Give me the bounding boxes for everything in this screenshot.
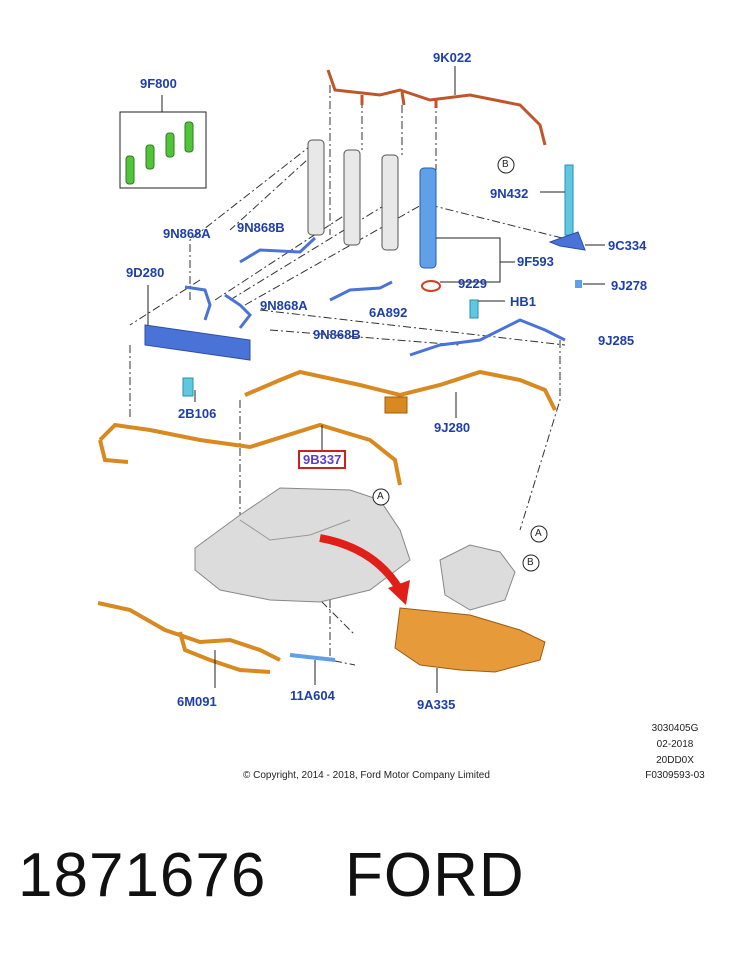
label-9A335: 9A335 [417, 697, 456, 712]
label-9J278: 9J278 [611, 278, 648, 293]
label-9229: 9229 [458, 276, 487, 291]
parts-diagram [97, 66, 605, 693]
fuel-line-9J280 [244, 369, 557, 418]
label-9B337-highlighted: 9B337 [298, 450, 347, 469]
manifold-9A335 [394, 607, 546, 693]
label-9K022: 9K022 [433, 50, 472, 65]
wiring-harness-9K022 [326, 66, 547, 146]
label-9N868B-bottom: 9N868B [313, 327, 361, 342]
injectors [307, 139, 399, 251]
label-6A892: 6A892 [369, 305, 408, 320]
label-9N868B-top: 9N868B [237, 220, 285, 235]
sensor-11A604 [289, 653, 336, 685]
callout-circles [372, 156, 548, 572]
label-6M091: 6M091 [177, 694, 217, 709]
callout-b-right: B [527, 557, 534, 568]
callout-a-left: A [377, 491, 384, 502]
label-9N432: 9N432 [490, 186, 529, 201]
label-9N868A-mid: 9N868A [260, 298, 308, 313]
label-2B106: 2B106 [178, 406, 217, 421]
label-HB1: HB1 [510, 294, 537, 309]
fuel-lines-blue [184, 236, 566, 357]
meta-figure: F0309593-03 [645, 770, 705, 781]
label-11A604: 11A604 [290, 688, 335, 703]
engine-block [194, 487, 516, 611]
seal-kit-9F800 [119, 95, 207, 189]
meta-date: 02-2018 [656, 739, 694, 750]
label-9N868A-top: 9N868A [163, 226, 211, 241]
label-9D280: 9D280 [126, 265, 165, 280]
label-9C334: 9C334 [608, 238, 647, 253]
meta-code2: 20DD0X [656, 755, 694, 766]
fuel-rail-9D280 [144, 285, 251, 402]
brand: FORD [345, 841, 525, 910]
harness-6M091 [97, 601, 281, 688]
callout-b-top: B [502, 159, 509, 170]
fuel-line-9B337 [98, 422, 402, 486]
part-number: 1871676 [18, 841, 267, 910]
label-9J280: 9J280 [434, 420, 471, 435]
callout-a-right: A [535, 528, 542, 539]
injector-9F593 [419, 167, 515, 292]
hb1-fitting [469, 299, 505, 319]
copyright: © Copyright, 2014 - 2018, Ford Motor Com… [243, 770, 490, 781]
label-9F593: 9F593 [517, 254, 554, 269]
label-9J285: 9J285 [598, 333, 635, 348]
move-arrow [319, 534, 410, 605]
meta-code1: 3030405G [651, 723, 699, 734]
bolt-9N432 [540, 164, 605, 288]
label-9F800: 9F800 [140, 76, 177, 91]
